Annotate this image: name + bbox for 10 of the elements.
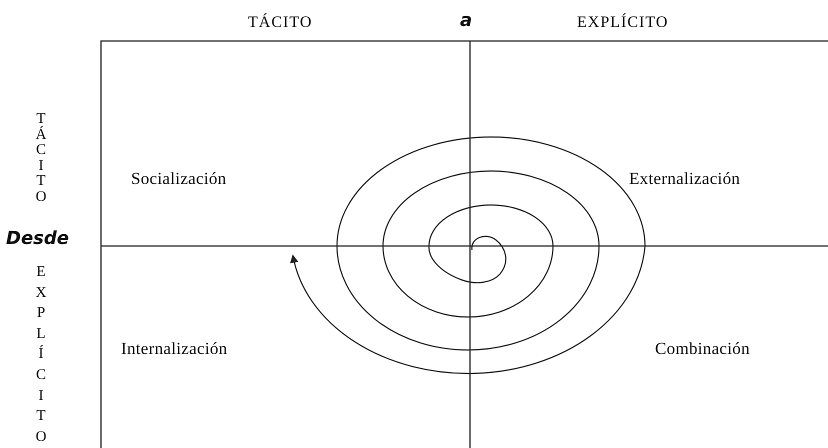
axis-label: a xyxy=(460,10,472,31)
axis-label: Desde xyxy=(6,228,69,249)
row-heading: TÁCITO xyxy=(35,112,47,205)
quadrant-label: Combinación xyxy=(655,339,750,359)
row-heading: EXPLÍCITO xyxy=(35,263,47,447)
quadrant-label: Internalización xyxy=(121,339,228,359)
quadrant-label: Externalización xyxy=(629,169,740,189)
column-heading: EXPLÍCITO xyxy=(577,14,668,32)
column-heading: TÁCITO xyxy=(248,14,312,32)
quadrant-label: Socialización xyxy=(131,169,226,189)
